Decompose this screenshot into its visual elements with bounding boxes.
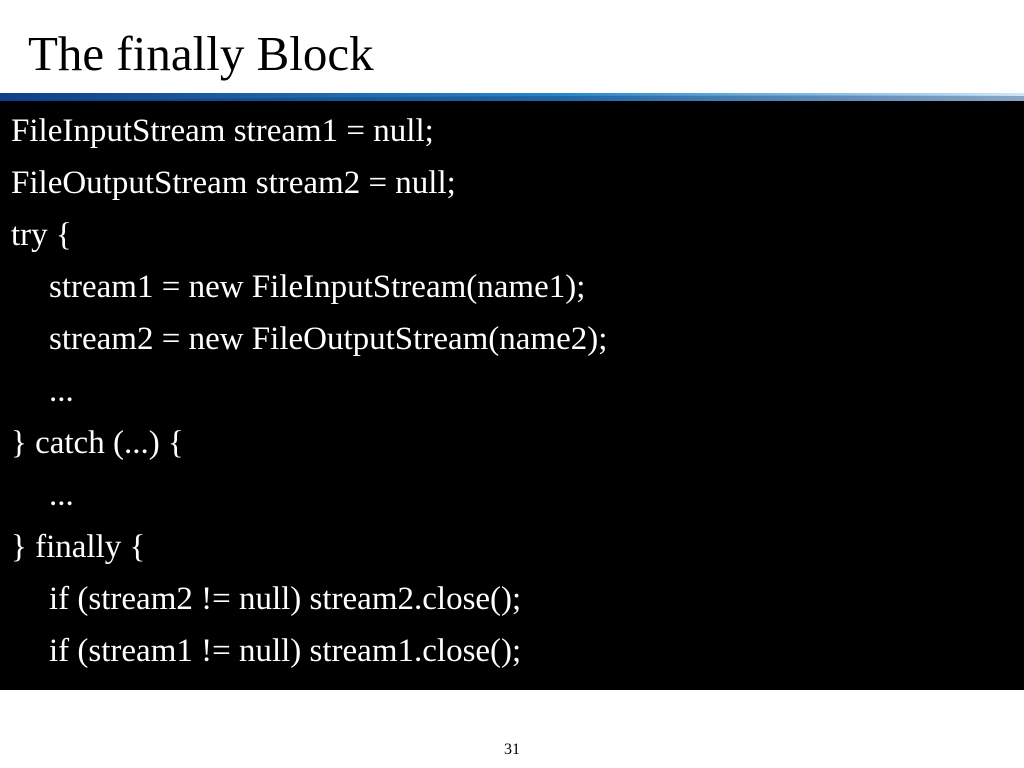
code-line: try { [11, 217, 72, 253]
code-panel: FileInputStream stream1 = null; FileOutp… [0, 101, 1024, 690]
code-line: } catch (...) { [11, 425, 184, 461]
code-line: stream2 = new FileOutputStream(name2); [49, 321, 608, 357]
slide-title: The finally Block [28, 26, 374, 81]
title-divider [0, 93, 1024, 101]
code-line: stream1 = new FileInputStream(name1); [49, 269, 586, 305]
code-line: } finally { [11, 529, 146, 565]
code-line: if (stream1 != null) stream1.close(); [49, 633, 522, 669]
code-line: FileInputStream stream1 = null; [11, 113, 434, 149]
slide-number: 31 [504, 741, 520, 758]
code-line: FileOutputStream stream2 = null; [11, 165, 456, 201]
code-line: ... [49, 477, 74, 513]
code-line: if (stream2 != null) stream2.close(); [49, 581, 522, 617]
code-line: ... [49, 373, 74, 409]
